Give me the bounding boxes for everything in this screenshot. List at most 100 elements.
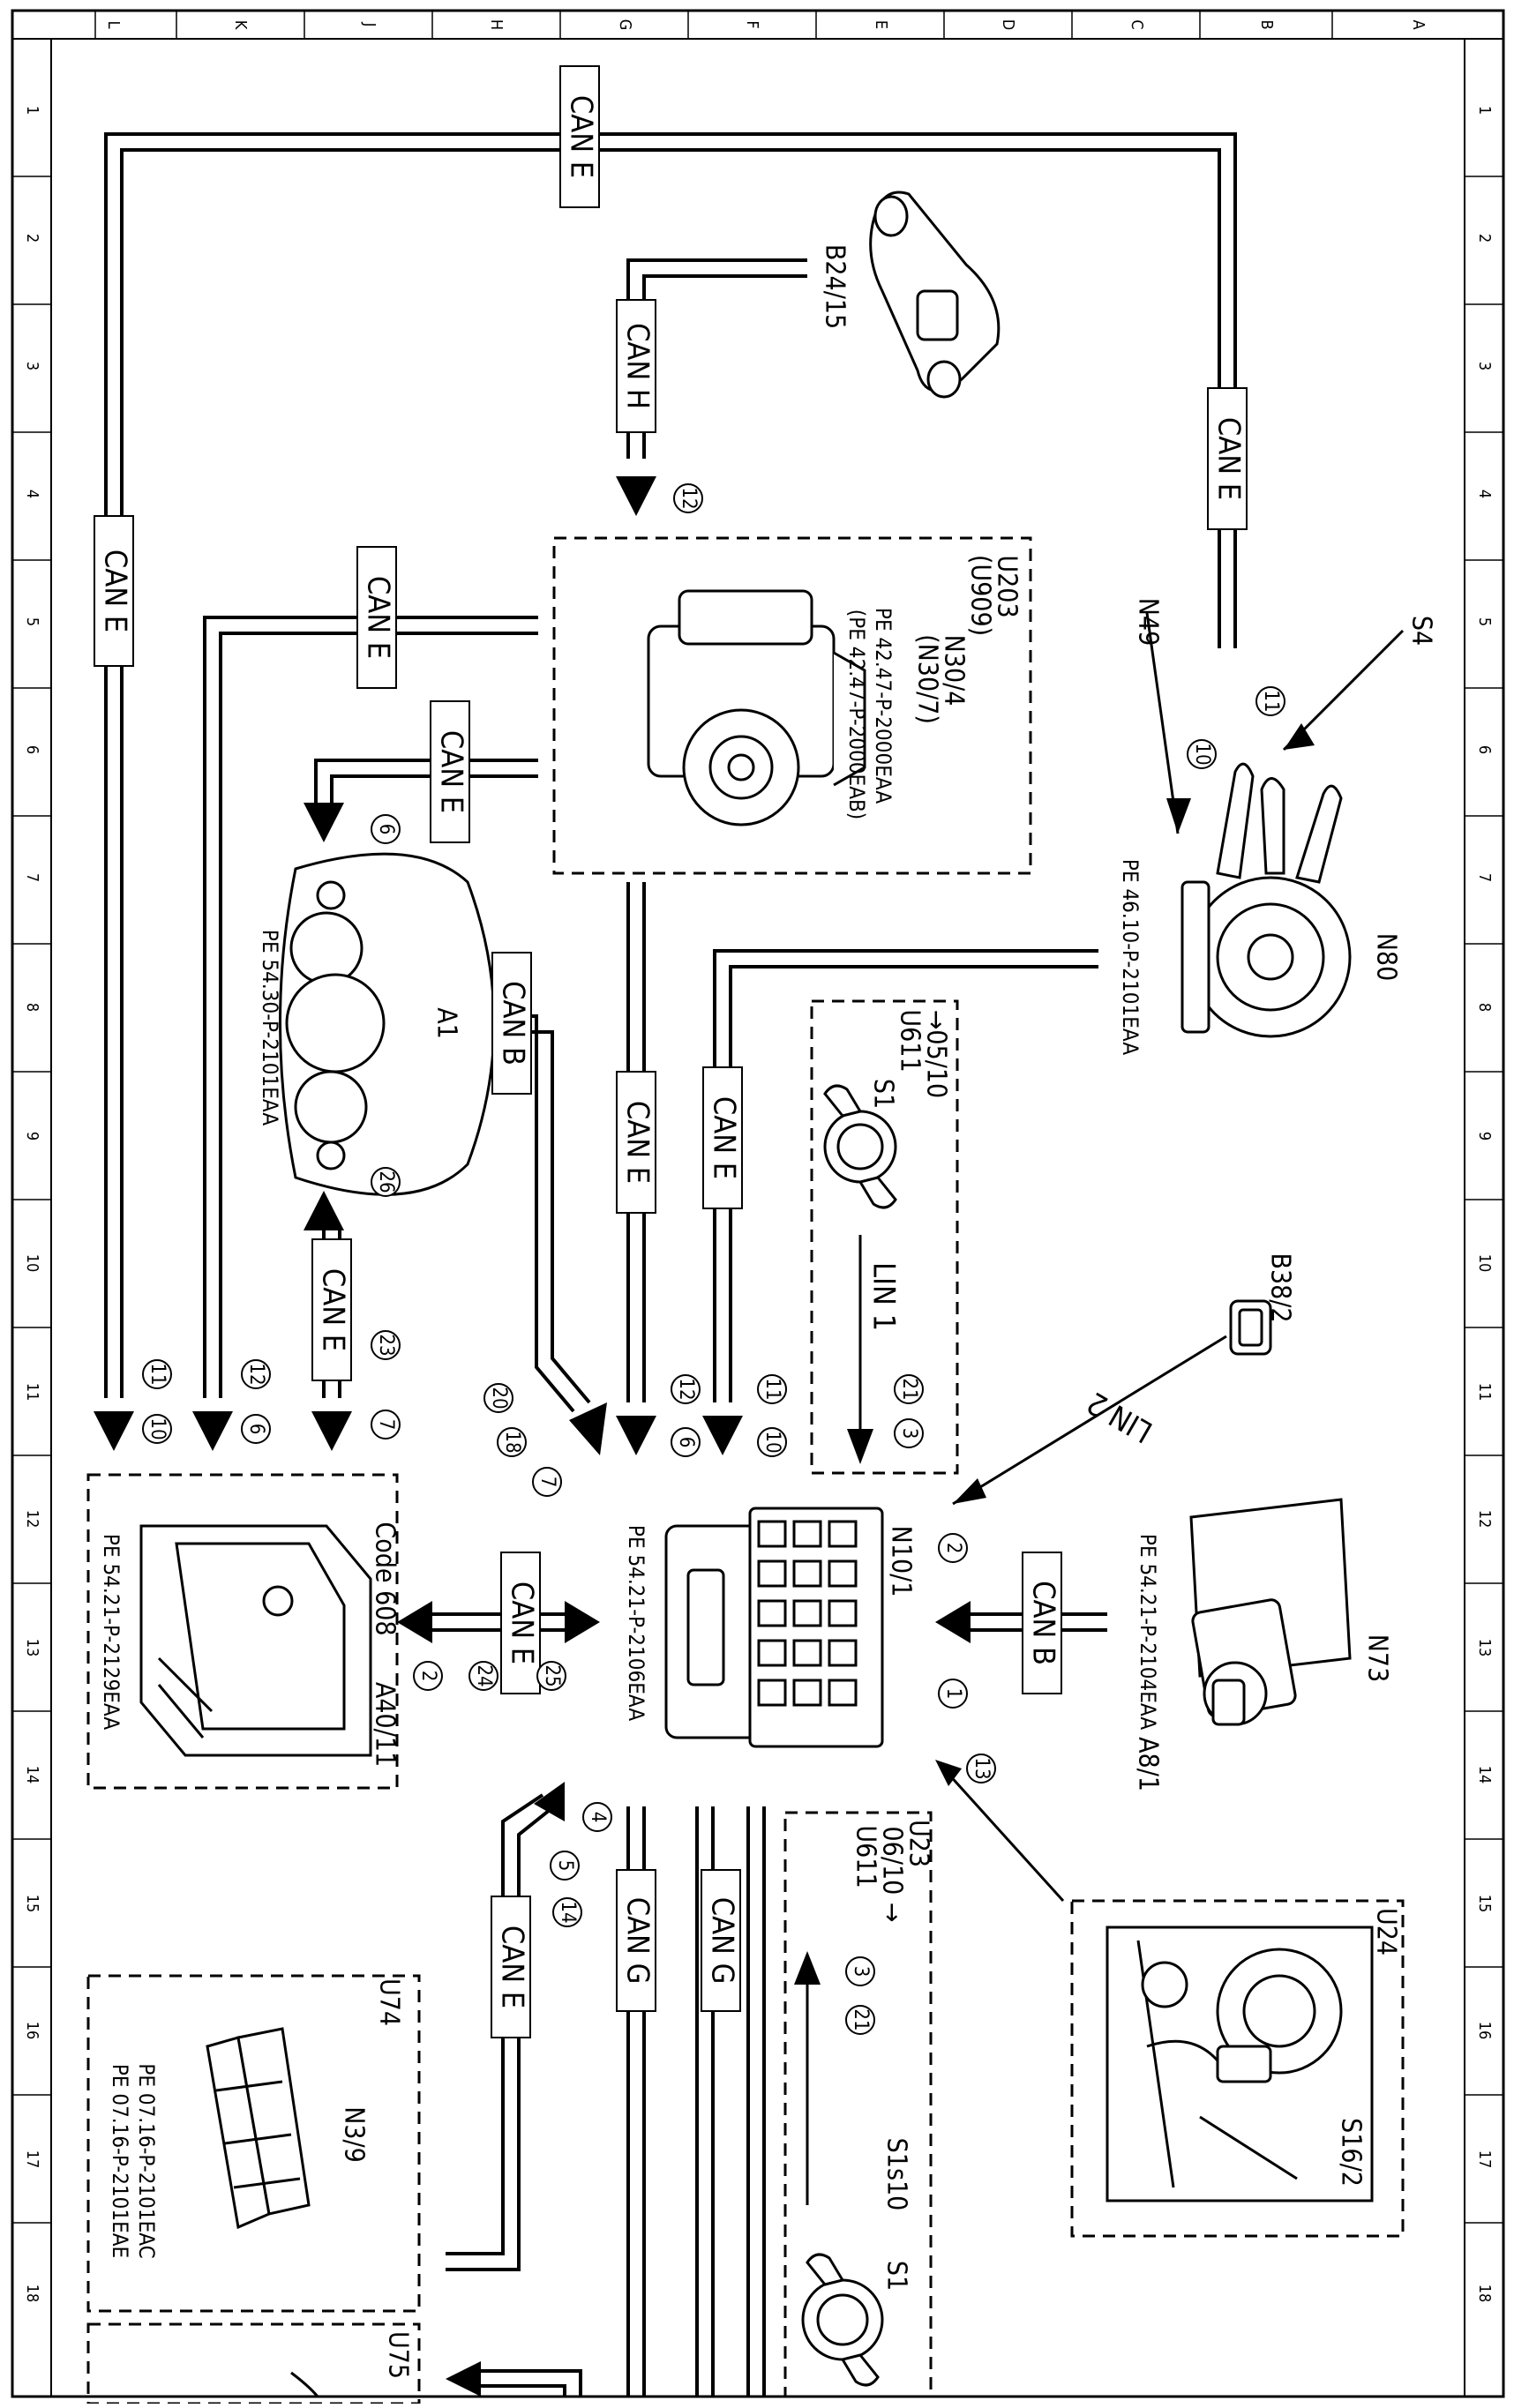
wire-can-e-n80-outer — [713, 949, 1098, 1402]
grid-col-e: E — [872, 20, 890, 29]
pin-12-top: 12 — [678, 487, 700, 509]
wire-can-h-inner — [642, 274, 807, 459]
label-b24-15: B24/15 — [820, 244, 851, 329]
bus-label-can-e-top: CAN E — [559, 65, 600, 208]
wire-u75-inner — [481, 2369, 582, 2397]
label-n49: N49 — [1133, 598, 1164, 647]
a40-11-display-graphic — [139, 1524, 372, 1757]
bus-label-can-b-n73: CAN B — [1022, 1552, 1062, 1694]
grid-row-10-left: 10 — [23, 1254, 41, 1273]
pin-26: 26 — [375, 1170, 397, 1193]
grid-row-8-left: 8 — [23, 1003, 41, 1012]
grid-col-k: K — [231, 20, 250, 30]
grid-col-l: L — [104, 20, 123, 28]
grid-row-9-right: 9 — [1475, 1132, 1494, 1140]
arrow-lin1-bottom — [794, 1951, 821, 1985]
label-u75: U75 — [383, 2331, 414, 2379]
label-u24: U24 — [1371, 1908, 1402, 1956]
grid-row-6-right: 6 — [1475, 745, 1494, 754]
pin-24: 24 — [473, 1664, 495, 1686]
pin-6-mid: 6 — [675, 1437, 697, 1448]
wire-can-e-n80-inner — [729, 965, 1098, 1402]
grid-row-labels: 1 1 2 2 3 3 4 4 5 5 6 6 7 7 8 8 9 9 10 1… — [23, 106, 1494, 2302]
arrow-a40-right — [565, 1601, 600, 1643]
pin-12-mid: 12 — [675, 1378, 697, 1400]
bus-label-can-b: CAN B — [491, 952, 532, 1095]
bus-can-g-1-text: CAN G — [620, 1897, 656, 1985]
pin-10-left: 10 — [146, 1417, 169, 1440]
pin-18: 18 — [501, 1431, 523, 1453]
label-u74: U74 — [374, 1978, 405, 2026]
grid-row-11-right: 11 — [1475, 1383, 1494, 1402]
arrow-u24 — [935, 1760, 962, 1786]
box-u24 — [1070, 1899, 1405, 2238]
arrow-s4 — [1284, 723, 1315, 750]
component-labels: B24/15 U203 (U909) N30/4 (N30/7) PE 42.4… — [99, 244, 1437, 2379]
arrow-a1-bottom — [304, 1191, 344, 1230]
grid-row-13-right: 13 — [1475, 1639, 1494, 1657]
pin-23: 23 — [375, 1334, 397, 1356]
arrow-left-2 — [192, 1411, 233, 1451]
label-pe-a1: PE 54.30-P-2101EAA — [258, 930, 282, 1125]
bus-can-e-a1-down-text: CAN E — [316, 1268, 351, 1351]
arrow-left-1 — [94, 1411, 134, 1451]
grid-row-4-right: 4 — [1475, 490, 1494, 498]
bus-can-e-u203-text: CAN E — [361, 576, 396, 659]
grid-row-13-left: 13 — [23, 1639, 41, 1657]
grid-row-12-left: 12 — [23, 1510, 41, 1529]
grid-row-12-right: 12 — [1475, 1510, 1494, 1529]
label-b38-2: B38/2 — [1265, 1253, 1296, 1322]
pin-7-mid: 7 — [536, 1477, 558, 1488]
grid-row-14-right: 14 — [1475, 1766, 1494, 1784]
grid-col-f: F — [743, 20, 761, 28]
label-a40-11: A40/11 — [370, 1682, 401, 1767]
wire-u75-outer — [481, 2384, 566, 2397]
label-n30-4: N30/4 — [939, 635, 970, 707]
a1-instrument-cluster-graphic — [279, 852, 496, 1196]
bus-can-e-top-text: CAN E — [564, 95, 599, 178]
bus-can-g-2-text: CAN G — [705, 1897, 740, 1985]
pin-3-top: 3 — [898, 1428, 920, 1440]
u75-partial-graphic — [290, 2371, 319, 2397]
bus-can-e-left-text: CAN E — [98, 550, 133, 632]
grid-row-15-right: 15 — [1475, 1895, 1494, 1913]
grid-row-3-left: 3 — [23, 362, 41, 370]
b24-15-sensor-graphic — [869, 191, 1001, 399]
pin-numbers: 12 11 10 6 26 23 7 11 10 12 6 20 18 7 12… — [146, 487, 1282, 2030]
label-n3-9: N3/9 — [339, 2106, 370, 2163]
grid-row-9-left: 9 — [23, 1132, 41, 1140]
label-pe-n3-b: PE 07.16-P-2101EAE — [108, 2064, 132, 2258]
pin-2-right: 2 — [942, 1543, 964, 1554]
label-pe-n10: PE 54.21-P-2106EAA — [624, 1525, 648, 1721]
pin-21-bottom: 21 — [850, 2008, 872, 2030]
arrow-a40-left — [397, 1601, 432, 1643]
label-s1s10: S1s10 — [881, 2138, 912, 2211]
label-n80: N80 — [1371, 933, 1402, 982]
pin-10-s4: 10 — [1191, 743, 1213, 765]
label-a1: A1 — [431, 1007, 462, 1039]
n80-steering-module-graphic — [1180, 762, 1352, 1038]
n73-ignition-switch-graphic — [1189, 1498, 1352, 1726]
arrow-a1-top — [304, 803, 344, 842]
wire-can-e-n39-inner — [446, 1805, 556, 2271]
pin-10-mid: 10 — [761, 1431, 783, 1453]
grid-col-d: D — [999, 19, 1017, 30]
grid-row-3-right: 3 — [1475, 362, 1494, 370]
arrow-n73 — [935, 1601, 971, 1643]
bus-label-can-e-left: CAN E — [94, 515, 134, 667]
bus-can-b-text: CAN B — [496, 981, 531, 1066]
label-s4: S4 — [1406, 616, 1437, 646]
s1-bottom-switch-graphic — [801, 2253, 884, 2387]
grid-row-18-left: 18 — [23, 2285, 41, 2303]
bus-can-e-a40-text: CAN E — [505, 1582, 540, 1664]
bus-label-can-e-n39: CAN E — [491, 1896, 531, 2038]
arrow-can-b-diag — [569, 1402, 607, 1455]
b38-2-sensor-graphic — [1229, 1299, 1272, 1356]
s1-top-switch-graphic — [823, 1084, 897, 1209]
label-n30-7: (N30/7) — [912, 634, 943, 724]
pin-circles — [142, 483, 1285, 2035]
bus-can-h-text: CAN H — [620, 323, 656, 409]
bus-label-can-h: CAN H — [616, 299, 656, 433]
label-pe-a40: PE 54.21-P-2129EAA — [99, 1534, 124, 1730]
component-graphics — [139, 191, 1374, 2397]
